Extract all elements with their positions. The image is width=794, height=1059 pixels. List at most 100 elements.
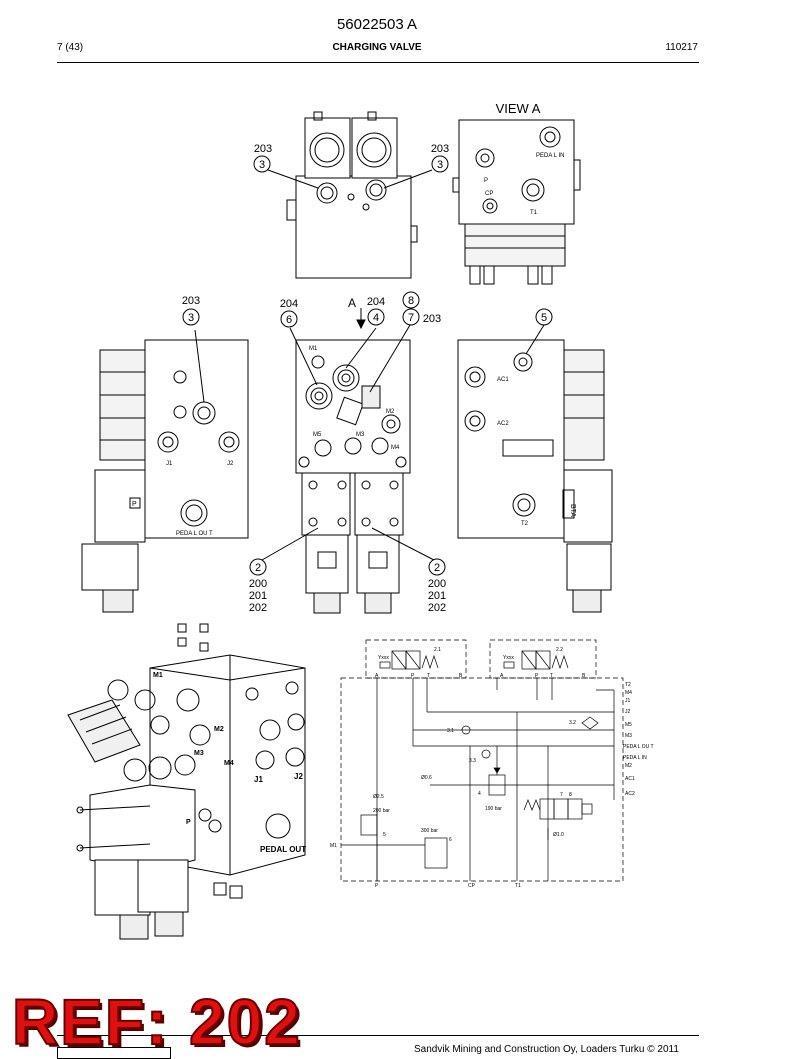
- sch-right-m3: M3: [625, 733, 632, 739]
- sch-yxxx-1: Yxxx: [378, 655, 389, 661]
- iso-m3-label: M3: [194, 750, 204, 757]
- callout-solenoid-right-p3: 202: [428, 602, 446, 614]
- callout-mid-7-circle: [402, 308, 420, 326]
- middle-front-view: [261, 308, 435, 614]
- sch-num-7: 7: [560, 792, 563, 798]
- callout-solenoid-right-item: 2: [434, 562, 440, 574]
- right-ac2-label: AC2: [497, 421, 509, 427]
- callout-solenoid-left-p3: 202: [249, 602, 267, 614]
- callout-mid-4-circle: [367, 308, 385, 326]
- sch-m1: M1: [330, 843, 337, 849]
- sch-right-j2: J2: [625, 709, 631, 715]
- sch-right-j1: J1: [625, 698, 631, 704]
- right-ac1-label: AC1: [497, 377, 509, 383]
- sch-port-p: P: [411, 673, 415, 679]
- mid-m1-label: M1: [309, 346, 318, 352]
- sch-port-b2: B: [582, 673, 586, 679]
- footer-rule: [57, 1035, 699, 1036]
- callout-top-left-circle: [253, 155, 271, 173]
- callout-top-right-circle: [431, 155, 449, 173]
- callout-mid-6-circle: [280, 310, 298, 328]
- sch-right-ac2: AC2: [625, 791, 635, 797]
- callout-top-right-part: 203: [431, 143, 449, 155]
- callout-top-left-item: 3: [259, 159, 265, 171]
- callout-top-right-item: 3: [437, 159, 443, 171]
- sch-bottom-t1: T1: [515, 883, 521, 889]
- hydraulic-schematic: [340, 639, 624, 882]
- sch-port-a2: A: [500, 673, 504, 679]
- sch-right-t2: T2: [625, 682, 631, 688]
- callout-solenoid-left-item: 2: [255, 562, 261, 574]
- callout-left-item: 3: [188, 312, 194, 324]
- sch-orifice-2-5: Ø2.5: [373, 794, 384, 800]
- sch-right-pedal-in: PEDA L IN: [623, 755, 647, 761]
- sch-num-8: 8: [569, 792, 572, 798]
- mid-m4-label: M4: [391, 445, 400, 451]
- sch-orifice-1-0: Ø1.0: [553, 832, 564, 838]
- callout-solenoid-right-circle: [428, 558, 446, 576]
- sch-port-t: T: [427, 673, 430, 679]
- callout-solenoid-right-p2: 201: [428, 590, 446, 602]
- iso-m1-label: M1: [153, 672, 163, 679]
- left-j2-label: J2: [227, 461, 234, 467]
- header-rule: [57, 62, 699, 63]
- callout-mid-part-7: 203: [423, 313, 441, 325]
- callout-left-circle: [182, 308, 200, 326]
- sch-right-m2: M2: [625, 763, 632, 769]
- callout-mid-item-7: 7: [408, 312, 414, 324]
- mid-m2-label: M2: [386, 409, 395, 415]
- callout-solenoid-left-p2: 201: [249, 590, 267, 602]
- sch-190-bar: 190 bar: [485, 806, 502, 812]
- callout-mid-part-6: 204: [280, 298, 298, 310]
- sch-check-3-2: 3.2: [569, 720, 576, 726]
- document-date: 110217: [665, 42, 698, 53]
- left-j1-label: J1: [166, 461, 173, 467]
- left-side-view: [81, 329, 249, 613]
- page-number: 7 (43): [57, 42, 84, 53]
- isometric-view: [67, 623, 306, 940]
- sch-valve-2-2: 2.2: [556, 647, 563, 653]
- iso-m4-label: M4: [224, 760, 234, 767]
- sch-num-4: 4: [478, 791, 481, 797]
- sch-check-3-3: 3.3: [469, 758, 476, 764]
- sch-port-t2: T: [550, 673, 553, 679]
- sch-200-bar: 200 bar: [373, 808, 390, 814]
- sch-orifice-0-6: Ø0.6: [421, 775, 432, 781]
- sch-valve-2-1: 2.1: [434, 647, 441, 653]
- iso-p-label: P: [186, 819, 191, 826]
- mid-m3-label: M3: [356, 432, 365, 438]
- view-a-pedal-in-label: PEDA L IN: [536, 153, 564, 159]
- sch-right-m4: M4: [625, 690, 632, 696]
- right-bta-label: BTA: [569, 504, 576, 517]
- callout-solenoid-left-circle: [249, 558, 267, 576]
- callout-right-item-5: 5: [541, 312, 547, 324]
- view-a-label: VIEW A: [496, 101, 541, 116]
- right-t2-label: T2: [521, 521, 529, 527]
- arrow-a-label: A: [348, 296, 356, 310]
- mid-m5-label: M5: [313, 432, 322, 438]
- view-a-p-label: P: [484, 178, 488, 184]
- ref-stamp: REF: 202: [11, 985, 302, 1059]
- schematic-labels: 2.1 2.2 Yxxx Yxxx A P T B A P T B 3.1 3.…: [330, 647, 654, 889]
- callout-solenoid-right-p1: 200: [428, 578, 446, 590]
- sch-right-m5: M5: [625, 722, 632, 728]
- sch-num-5: 5: [383, 832, 386, 838]
- sch-300-bar: 300 bar: [421, 828, 438, 834]
- callout-mid-8-circle: [402, 291, 420, 309]
- sch-right-pedal-out: PEDA L OU T: [623, 744, 654, 750]
- view-a-cp-label: CP: [485, 191, 493, 197]
- sch-bottom-p: P: [375, 883, 379, 889]
- sch-check-3-1: 3.1: [447, 728, 454, 734]
- callout-mid-item-8: 8: [408, 295, 414, 307]
- iso-pedal-out-label: PEDAL OUT: [260, 845, 306, 854]
- left-p-box-label: P: [132, 501, 137, 508]
- iso-j2-label: J2: [294, 772, 303, 781]
- left-pedal-out-label: PEDA L OU T: [176, 531, 213, 537]
- footer-copyright: Sandvik Mining and Construction Oy, Load…: [414, 1044, 679, 1055]
- sch-yxxx-2: Yxxx: [503, 655, 514, 661]
- page-title: CHARGING VALVE: [332, 42, 422, 53]
- document-number: 56022503 A: [336, 16, 418, 33]
- callout-mid-item-4: 4: [373, 312, 379, 324]
- callout-top-left-part: 203: [254, 143, 272, 155]
